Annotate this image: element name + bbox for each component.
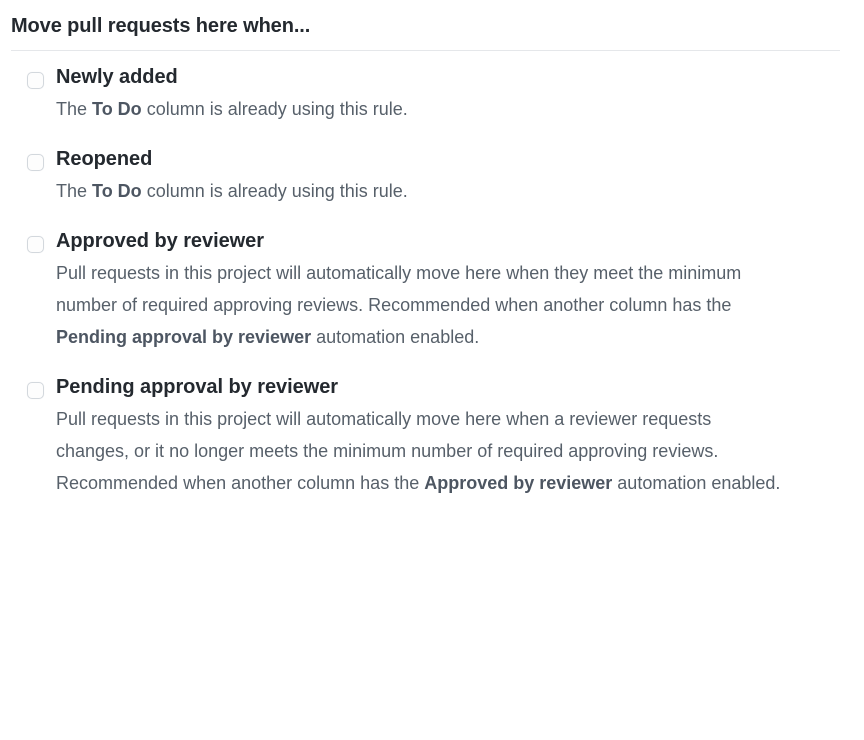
rule-description-text: column is already using this rule. [141, 99, 408, 119]
rule-description-text: automation enabled. [311, 327, 480, 348]
rule-description: The To Do column is already using this r… [56, 93, 782, 125]
rule-label: Newly added [56, 66, 178, 88]
rule-description-emphasis: To Do [92, 181, 142, 202]
rule-description-text: automation enabled. [612, 473, 781, 494]
rule-description-text: The [56, 99, 93, 119]
header-divider [11, 50, 840, 51]
rule-label: Approved by reviewer [56, 230, 264, 253]
rule-description-emphasis: Pending approval by reviewer [56, 327, 312, 348]
checkbox-pending-approval-by-reviewer[interactable] [27, 382, 44, 400]
rule-description-text: Pull requests in this project will autom… [56, 263, 742, 316]
rule-description: Pull requests in this project will autom… [56, 403, 782, 499]
rule-label: Reopened [56, 148, 153, 171]
checkbox-newly-added[interactable] [27, 72, 44, 89]
rule-label: Pending approval by reviewer [56, 376, 339, 399]
rule-description-text: The [56, 181, 93, 202]
rule-description-text: column is already using this rule. [141, 181, 408, 202]
checkbox-reopened[interactable] [27, 154, 44, 172]
panel-header: Move pull requests here when... [0, 0, 864, 50]
rule-description-text: Pull requests in this project will autom… [56, 409, 719, 494]
checkbox-approved-by-reviewer[interactable] [27, 236, 44, 254]
rule-description: Pull requests in this project will autom… [56, 257, 782, 353]
rule-description: The To Do column is already using this r… [56, 175, 782, 207]
rule-description-emphasis: Approved by reviewer [424, 473, 613, 494]
rule-description-emphasis: To Do [92, 99, 142, 119]
page-title: Move pull requests here when... [11, 15, 311, 37]
